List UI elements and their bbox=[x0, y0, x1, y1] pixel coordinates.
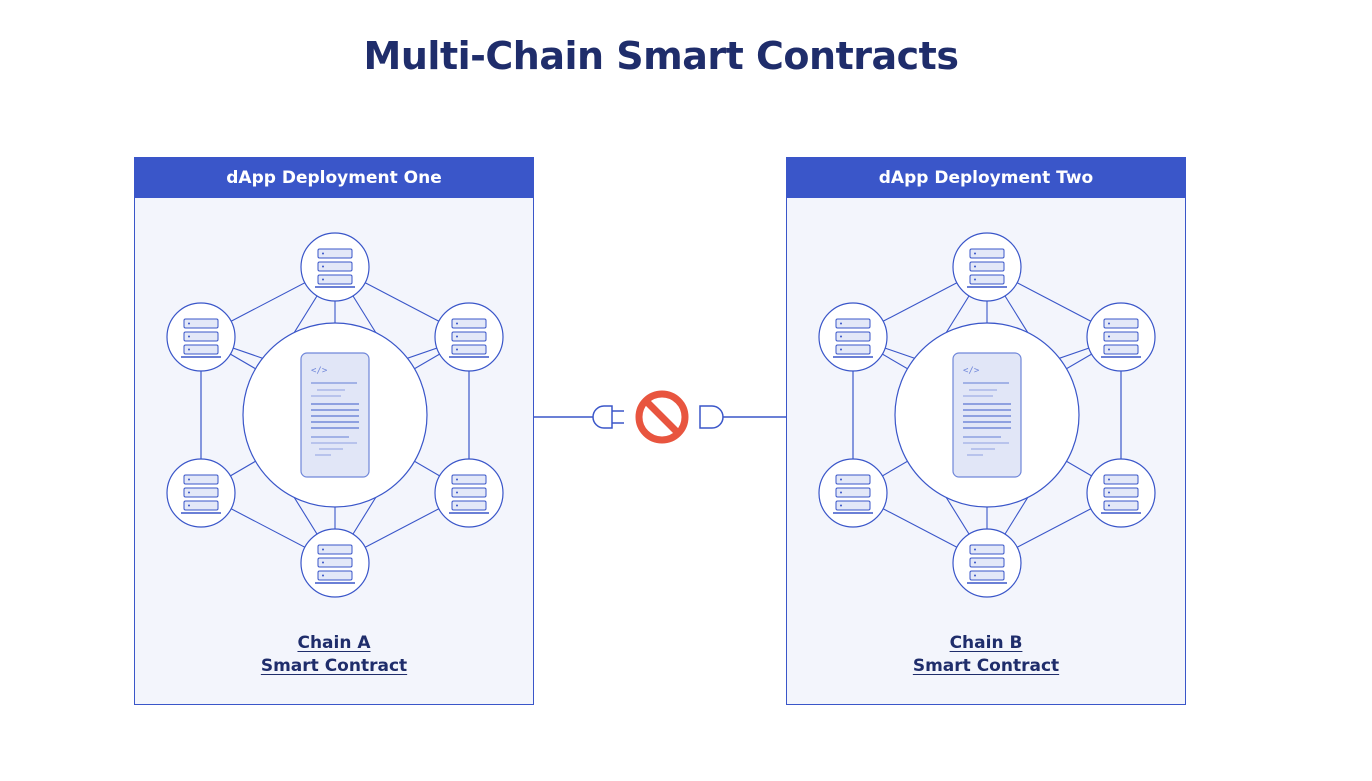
server-icon bbox=[1086, 302, 1156, 372]
deployment-header: dApp Deployment One bbox=[135, 158, 533, 198]
deployment-panel-one: dApp Deployment One bbox=[134, 157, 534, 705]
network-graph bbox=[166, 232, 504, 598]
contract-name: Smart Contract bbox=[912, 656, 1060, 676]
server-icon bbox=[1086, 458, 1156, 528]
network-graph bbox=[818, 232, 1156, 598]
server-icon bbox=[818, 302, 888, 372]
plug-icon bbox=[592, 405, 624, 429]
server-icon bbox=[166, 458, 236, 528]
server-icon bbox=[952, 232, 1022, 302]
deployment-panel-two: dApp Deployment Two bbox=[786, 157, 1186, 705]
server-icon bbox=[300, 528, 370, 598]
chain-name: Chain B bbox=[949, 633, 1023, 653]
code-document-icon bbox=[300, 352, 370, 478]
server-icon bbox=[434, 458, 504, 528]
chain-label: Chain B Smart Contract bbox=[787, 632, 1185, 678]
server-icon bbox=[300, 232, 370, 302]
no-entry-icon bbox=[635, 390, 689, 444]
deployment-header: dApp Deployment Two bbox=[787, 158, 1185, 198]
contract-name: Smart Contract bbox=[260, 656, 408, 676]
chain-name: Chain A bbox=[297, 633, 371, 653]
socket-icon bbox=[699, 405, 724, 429]
server-icon bbox=[166, 302, 236, 372]
server-icon bbox=[952, 528, 1022, 598]
page-title: Multi-Chain Smart Contracts bbox=[363, 34, 959, 78]
code-document-icon bbox=[952, 352, 1022, 478]
server-icon bbox=[434, 302, 504, 372]
server-icon bbox=[818, 458, 888, 528]
chain-label: Chain A Smart Contract bbox=[135, 632, 533, 678]
